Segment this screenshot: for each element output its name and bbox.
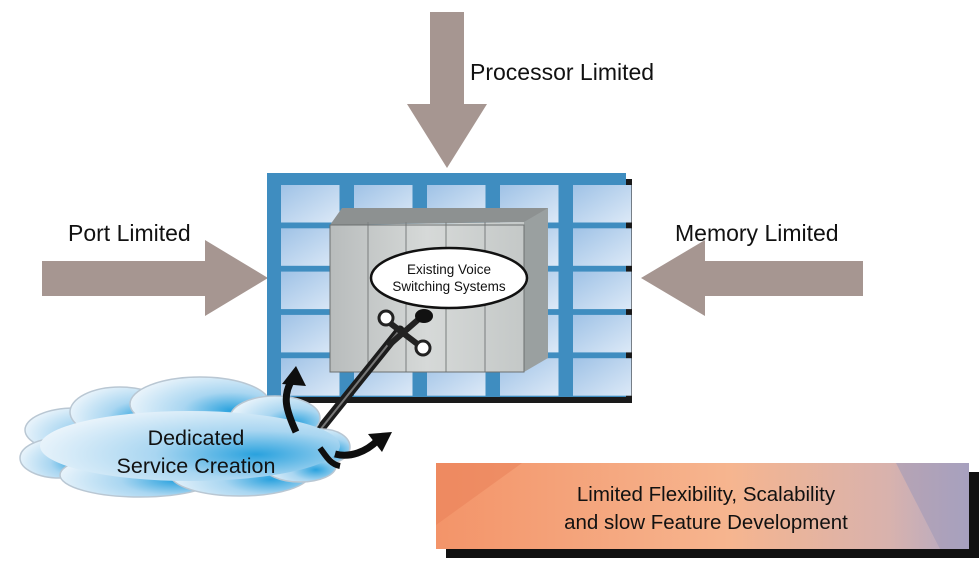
arrow-right-port (42, 240, 268, 316)
grid-cell (281, 185, 340, 223)
connector-tool-icon (313, 309, 433, 437)
outgoing-arrows (282, 366, 392, 469)
label-port-limited: Port Limited (68, 220, 191, 246)
grid-cell (573, 185, 632, 223)
summary-banner (436, 463, 979, 558)
cloud-line-2: Service Creation (116, 454, 276, 478)
banner-line-1: Limited Flexibility, Scalability (576, 483, 836, 506)
cloud-line-1: Dedicated (147, 426, 245, 450)
cloud-text: Dedicated Service Creation (96, 424, 296, 480)
grid-cell (573, 271, 632, 310)
bubble-text: Existing Voice Switching Systems (370, 261, 528, 295)
bubble (369, 246, 529, 310)
arrow-down-processor (407, 12, 487, 168)
bubble-line-2: Switching Systems (392, 279, 506, 294)
banner-text: Limited Flexibility, Scalability and slo… (436, 481, 976, 537)
label-memory-limited: Memory Limited (675, 220, 839, 246)
arrow-left-memory (641, 240, 863, 316)
label-processor-limited: Processor Limited (470, 59, 655, 85)
banner-line-2: and slow Feature Development (564, 511, 848, 534)
grid-cell (573, 314, 632, 353)
bubble-line-1: Existing Voice (406, 262, 492, 277)
grid-cell (573, 358, 632, 396)
grid-cell (573, 228, 632, 266)
